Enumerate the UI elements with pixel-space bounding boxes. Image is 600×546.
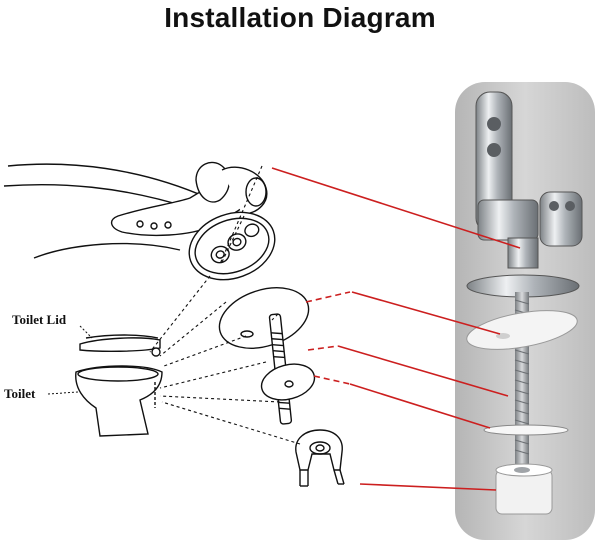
toilet-lid-pointer (79, 325, 93, 339)
hinge-bracket-photo (466, 91, 583, 298)
toilet-lid-label: Toilet Lid (12, 312, 67, 327)
toilet-label: Toilet (4, 386, 36, 401)
flat-washer-photo (483, 424, 569, 436)
black-leader-lines (149, 165, 301, 445)
page-title: Installation Diagram (164, 2, 436, 33)
hinge-line-drawing (3, 161, 345, 487)
white-washer-photo (466, 310, 578, 350)
red-leader-lines (271, 167, 521, 491)
toilet-pointer (47, 391, 79, 395)
wing-nut-photo (495, 463, 553, 515)
product-photo (455, 82, 595, 540)
